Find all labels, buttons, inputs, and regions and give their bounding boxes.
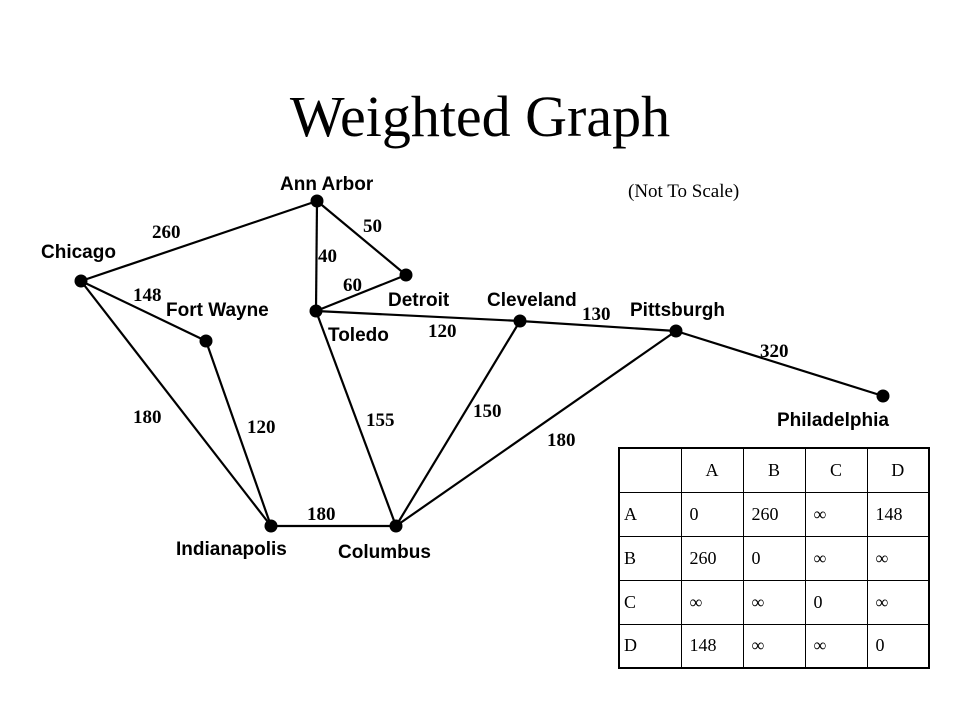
matrix-row-header: B: [618, 535, 682, 581]
matrix-col-header: A: [680, 447, 744, 493]
matrix-header-row: A B C D: [618, 447, 930, 493]
edge-weight-label: 180: [307, 504, 336, 525]
matrix-cell: ∞: [742, 623, 806, 669]
node-chicago: [74, 274, 88, 288]
edge-weight-label: 50: [363, 216, 382, 237]
matrix-cell: 260: [742, 491, 806, 537]
node-philadelphia: [876, 389, 890, 403]
edge-chicago-ann-arbor: [80, 199, 318, 283]
city-label-toledo: Toledo: [328, 325, 389, 346]
matrix-cell: 0: [742, 535, 806, 581]
edge-pittsburgh-columbus: [395, 330, 677, 527]
city-label-columbus: Columbus: [338, 542, 431, 563]
edge-ann-arbor-toledo: [314, 200, 319, 312]
matrix-row: A 0 260 ∞ 148: [618, 491, 930, 537]
edge-toledo-cleveland: [315, 309, 521, 323]
edge-weight-label: 60: [343, 275, 362, 296]
matrix-row: C ∞ ∞ 0 ∞: [618, 579, 930, 625]
edge-weight-label: 148: [133, 285, 162, 306]
matrix-cell: 260: [680, 535, 744, 581]
edge-cleveland-columbus: [395, 320, 521, 527]
matrix-cell: 0: [804, 579, 868, 625]
edge-pittsburgh-philadelphia: [675, 329, 884, 398]
edge-weight-label: 260: [152, 222, 181, 243]
city-label-detroit: Detroit: [388, 290, 450, 311]
matrix-corner: [618, 447, 682, 493]
matrix-cell: ∞: [804, 623, 868, 669]
edge-weight-label: 150: [473, 401, 502, 422]
matrix-row-header: C: [618, 579, 682, 625]
matrix-col-header: C: [804, 447, 868, 493]
matrix-row: D 148 ∞ ∞ 0: [618, 623, 930, 669]
matrix-cell: ∞: [804, 491, 868, 537]
matrix-col-header: D: [866, 447, 930, 493]
matrix-cell: 0: [866, 623, 930, 669]
edge-fort-wayne-indianapolis: [204, 340, 273, 527]
matrix-cell: 148: [866, 491, 930, 537]
node-ann-arbor: [310, 194, 324, 208]
matrix-row: B 260 0 ∞ ∞: [618, 535, 930, 581]
city-label-pittsburgh: Pittsburgh: [630, 300, 725, 321]
city-label-indianapolis: Indianapolis: [176, 539, 287, 560]
edge-weight-label: 320: [760, 341, 789, 362]
city-label-philadelphia: Philadelphia: [777, 410, 889, 431]
edge-cleveland-pittsburgh: [519, 319, 677, 333]
node-cleveland: [513, 314, 527, 328]
city-label-ann-arbor: Ann Arbor: [280, 174, 374, 195]
edge-weight-label: 180: [133, 407, 162, 428]
matrix-cell: ∞: [742, 579, 806, 625]
city-label-chicago: Chicago: [41, 242, 116, 263]
matrix-col-header: B: [742, 447, 806, 493]
matrix-cell: ∞: [866, 535, 930, 581]
matrix-cell: ∞: [804, 535, 868, 581]
edge-weight-label: 180: [547, 430, 576, 451]
matrix-row-header: A: [618, 491, 682, 537]
city-label-fort-wayne: Fort Wayne: [166, 300, 269, 321]
adjacency-matrix: A B C D A 0 260 ∞ 148 B 260 0 ∞ ∞ C ∞ ∞ …: [618, 447, 930, 669]
matrix-cell: ∞: [866, 579, 930, 625]
node-detroit: [399, 268, 413, 282]
edge-weight-label: 120: [247, 417, 276, 438]
matrix-cell: ∞: [680, 579, 744, 625]
edge-ann-arbor-detroit: [316, 200, 407, 276]
city-label-cleveland: Cleveland: [487, 290, 577, 311]
node-columbus: [389, 519, 403, 533]
page-title: Weighted Graph: [289, 84, 671, 149]
edge-weight-label: 155: [366, 410, 395, 431]
matrix-row-header: D: [618, 623, 682, 669]
node-fort-wayne: [199, 334, 213, 348]
edge-chicago-indianapolis: [80, 280, 272, 527]
edge-weight-label: 120: [428, 321, 457, 342]
matrix-cell: 0: [680, 491, 744, 537]
edge-weight-label: 40: [318, 246, 337, 267]
node-pittsburgh: [669, 324, 683, 338]
node-toledo: [309, 304, 323, 318]
edge-toledo-columbus: [314, 310, 398, 527]
edge-weight-label: 130: [582, 304, 611, 325]
node-indianapolis: [264, 519, 278, 533]
edge-detroit-toledo: [315, 273, 407, 313]
matrix-cell: 148: [680, 623, 744, 669]
not-to-scale-note: (Not To Scale): [628, 181, 740, 202]
edge-chicago-fort-wayne: [80, 280, 207, 342]
